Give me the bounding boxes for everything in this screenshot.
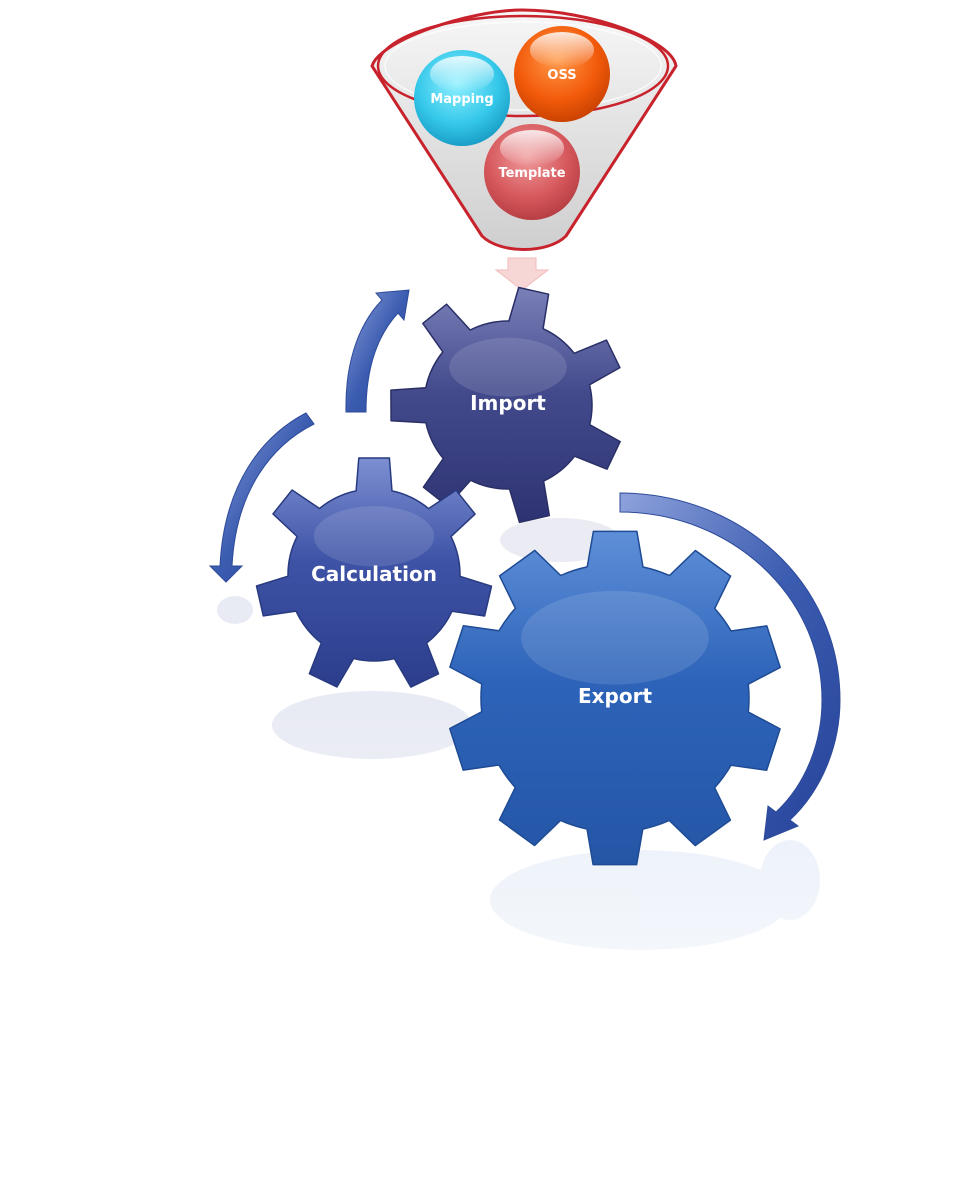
oss-ball: OSS (514, 26, 610, 122)
oss-label: OSS (547, 68, 576, 83)
funnel-down-arrow-icon (494, 257, 550, 291)
gear-calculation (255, 457, 493, 688)
mapping-label: Mapping (430, 92, 493, 107)
funnel: Mapping OSS Template (370, 8, 678, 251)
import-label: Import (470, 391, 546, 415)
gear-import (390, 286, 621, 524)
mapping-ball: Mapping (414, 50, 510, 146)
gear-import-highlight (449, 337, 567, 397)
arrow-to-import-icon (345, 289, 410, 413)
arrow-around-export-icon (619, 492, 841, 841)
gear-calculation-body (255, 457, 493, 688)
gear-calculation-highlight (313, 506, 435, 567)
template-ball: Template (484, 124, 580, 220)
gear-import-body (390, 286, 621, 524)
template-label: Template (498, 166, 565, 181)
gear-export-body (449, 530, 781, 866)
gear-export-highlight (521, 590, 709, 685)
arrow-to-calculation-icon (208, 412, 315, 583)
gear-export (449, 530, 781, 866)
calculation-label: Calculation (311, 562, 437, 586)
funnel-rim (376, 14, 670, 118)
export-label: Export (578, 684, 652, 708)
